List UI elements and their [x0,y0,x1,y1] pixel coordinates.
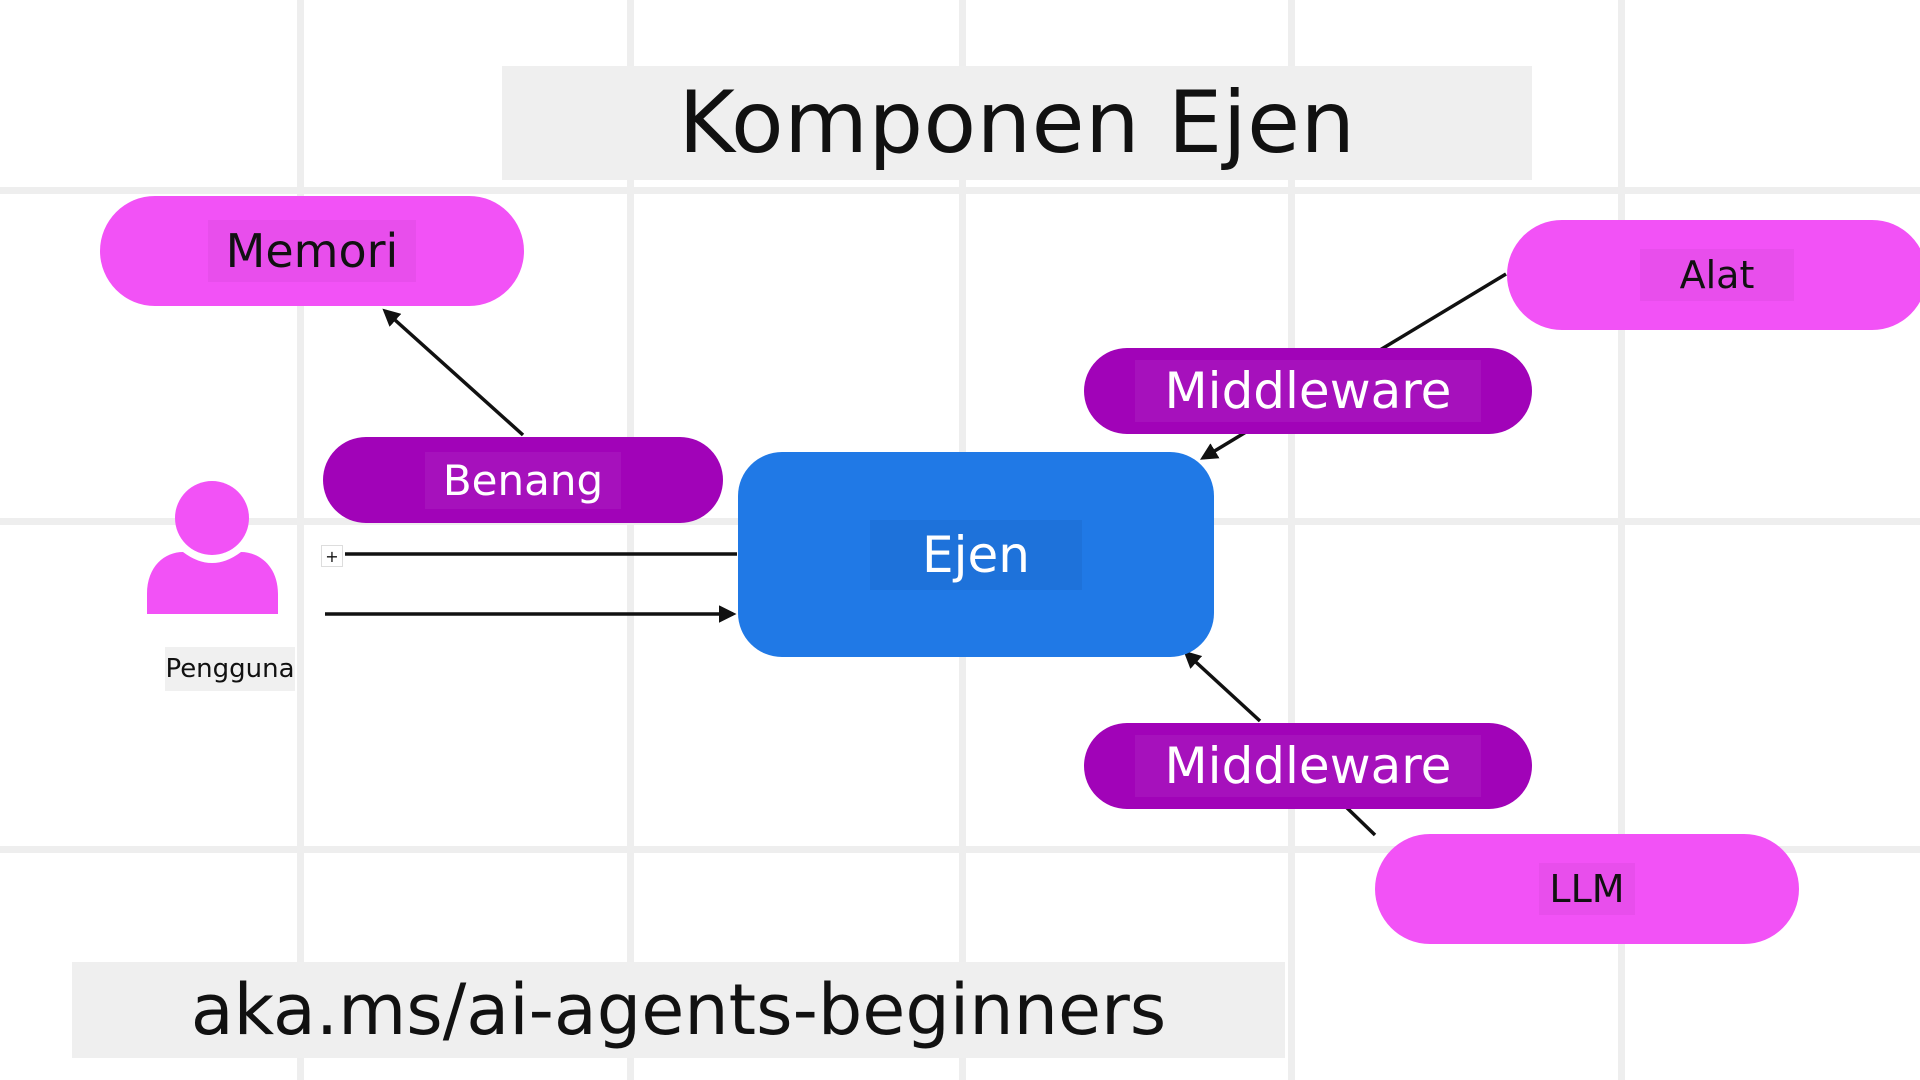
footer-url: aka.ms/ai-agents-beginners [190,969,1167,1051]
plus-icon: + [321,545,343,567]
arrow-middleware-to-agent-bottom [1183,650,1262,723]
grid-line-vertical [627,0,634,1080]
grid-line-vertical [1618,0,1625,1080]
user-label: Pengguna [165,647,295,691]
memory-node: Memori [100,196,524,306]
middleware-bottom-label: Middleware [1134,735,1482,797]
arrow-middleware-to-agent [1200,430,1247,460]
grid-line-horizontal [0,846,1920,853]
user-icon [147,481,278,614]
footer-background [72,962,1285,1058]
arrow-thread-to-memory [382,308,525,437]
grid-line-vertical [297,0,304,1080]
grid-line-vertical [1288,0,1295,1080]
title-background [502,66,1532,180]
memory-label: Memori [207,220,417,282]
tools-label: Alat [1639,249,1795,301]
thread-node: Benang [323,437,723,523]
middleware-top-node: Middleware [1084,348,1532,434]
llm-label: LLM [1539,863,1635,915]
thread-label: Benang [424,451,622,509]
line-llm-to-middleware [1343,804,1377,837]
agent-label: Ejen [870,519,1082,590]
middleware-bottom-node: Middleware [1084,723,1532,809]
llm-node: LLM [1375,834,1799,944]
grid-line-horizontal [0,187,1920,194]
middleware-top-label: Middleware [1134,360,1482,422]
line-tools-to-middleware [1379,272,1507,352]
tools-node: Alat [1507,220,1920,330]
diagram-title: Komponen Ejen [678,73,1356,173]
agent-node: Ejen [738,452,1214,657]
